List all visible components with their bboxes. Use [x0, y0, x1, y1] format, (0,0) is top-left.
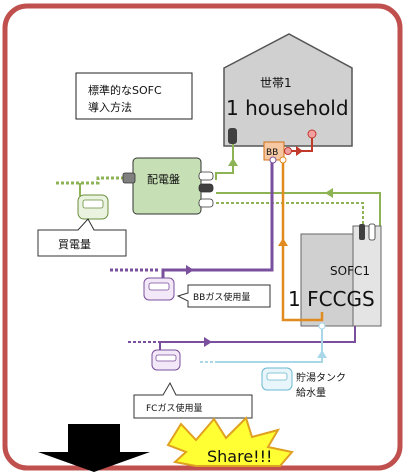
- household-building: 世帯1 1 household: [223, 33, 353, 147]
- household-plug-icon: [228, 128, 237, 144]
- title-line2: 導入方法: [88, 100, 132, 114]
- household-label-jp: 世帯1: [260, 76, 292, 90]
- arrow-left-icon: [325, 188, 333, 198]
- fc-gas-line: [128, 326, 356, 351]
- household-label-en: 1 household: [226, 96, 349, 120]
- sofc-unit: SOFC1 1 FCCGS: [288, 223, 382, 327]
- orange-supply-line: [278, 156, 324, 322]
- bb-label: BB: [266, 148, 278, 158]
- gas-meter-icon: [143, 277, 175, 301]
- arrow-up-icon: [228, 158, 238, 166]
- title-box: 標準的なSOFC 導入方法: [75, 72, 193, 120]
- water-meter-icon: [261, 367, 293, 391]
- share-label: Share!!!: [207, 447, 272, 466]
- distribution-panel: 配電盤: [122, 157, 214, 215]
- fc-gas-meter-icon: [151, 349, 181, 371]
- sofc-label-en: 1 FCCGS: [288, 287, 375, 311]
- distribution-panel-label: 配電盤: [147, 173, 180, 186]
- fc-gas-usage-callout: FCガス使用量: [133, 381, 253, 419]
- down-arrow-icon: [38, 424, 150, 472]
- water-line: [200, 322, 327, 363]
- valve-icon: [296, 146, 303, 156]
- bb-gas-usage-callout: BBガス使用量: [176, 284, 271, 308]
- water-supply-line2: 給水量: [296, 386, 326, 399]
- bb-gas-line: [110, 156, 277, 278]
- purchased-power-callout: 買電量: [37, 218, 127, 257]
- share-starburst: Share!!!: [166, 416, 294, 467]
- electric-meter-icon: [77, 194, 109, 220]
- title-line1: 標準的なSOFC: [88, 83, 162, 97]
- fc-gas-usage-label: FCガス使用量: [146, 402, 202, 414]
- water-supply-line1: 貯湯タンク: [296, 371, 346, 384]
- purchased-power-label: 買電量: [58, 238, 91, 251]
- bb-gas-usage-label: BBガス使用量: [193, 291, 250, 303]
- hot-water-line: [284, 129, 317, 156]
- sofc-label-jp: SOFC1: [330, 264, 370, 278]
